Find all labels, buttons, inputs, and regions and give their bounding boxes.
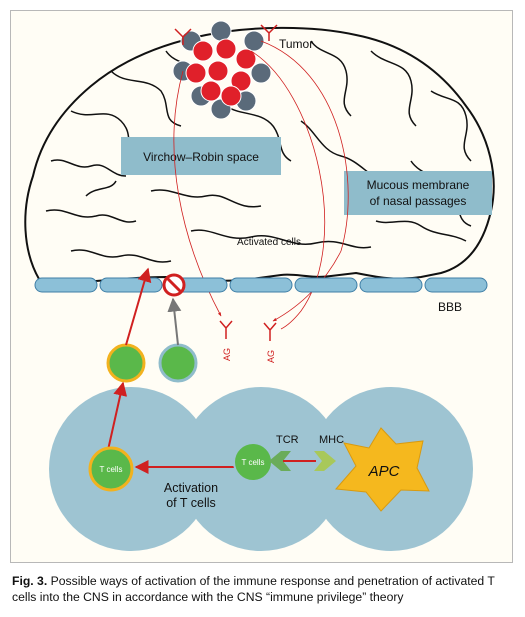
activated-cells-label: Activated cells	[237, 237, 301, 248]
antibody-ag-left	[219, 320, 233, 339]
ag-label-right: AG	[266, 350, 276, 363]
blocked-sign-icon	[162, 273, 186, 297]
tumor-cell-gray	[243, 30, 265, 52]
figure-caption: Fig. 3. Possible ways of activation of t…	[12, 573, 512, 605]
tumor-cell-red	[192, 40, 214, 62]
caption-text: Possible ways of activation of the immun…	[12, 574, 495, 604]
activation-label-line2: of T cells	[166, 496, 216, 510]
figure-frame: Tumor Virchow–Robin space Mucous membran…	[10, 10, 513, 563]
tumor-cell-red	[207, 60, 229, 82]
tumor-cell-red	[215, 38, 237, 60]
activation-label-line1: Activation	[164, 481, 218, 495]
arrow-activated-to-cns	[125, 267, 152, 346]
mucous-label-line2: of nasal passages	[370, 194, 467, 208]
mhc-label: MHC	[319, 434, 344, 446]
tumor-cell-red	[235, 48, 257, 70]
t-cells-label-left: T cells	[100, 465, 123, 474]
virchow-robin-label: Virchow–Robin space	[143, 150, 259, 164]
tumor-cell-red	[230, 70, 252, 92]
mhc-molecule	[314, 451, 336, 471]
tumor-cell-red	[200, 80, 222, 102]
apc-cell	[334, 427, 430, 512]
tumor-cell-red	[220, 85, 242, 107]
arrow-naive-blocked	[167, 297, 182, 346]
tumor-cell-red	[185, 62, 207, 84]
activated-t-cell	[106, 343, 146, 383]
tumor-cell-gray	[250, 62, 272, 84]
tumor-cell-gray	[210, 20, 232, 42]
mucous-label-line1: Mucous membrane	[367, 178, 470, 192]
tcr-receptor	[269, 451, 291, 471]
tumor-label: Tumor	[279, 37, 313, 51]
bbb-barrier	[34, 277, 488, 293]
apc-label: APC	[368, 463, 400, 480]
arrow-lymph-to-activated	[105, 381, 128, 460]
mucous-membrane-box	[344, 171, 492, 215]
bbb-label: BBB	[438, 300, 462, 314]
immune-privilege-diagram: Tumor Virchow–Robin space Mucous membran…	[24, 20, 495, 551]
figure-number: Fig. 3.	[12, 574, 48, 588]
tumor-cluster	[172, 20, 272, 120]
tumor-antigen-marks	[174, 24, 278, 45]
t-cells-label-right: T cells	[242, 458, 265, 467]
ag-label-left: AG	[222, 348, 232, 361]
naive-t-cell	[158, 343, 198, 383]
t-cell-activated	[88, 446, 134, 492]
antibody-ag-right	[263, 322, 277, 341]
tcr-label: TCR	[276, 434, 299, 446]
virchow-robin-box	[121, 137, 281, 175]
